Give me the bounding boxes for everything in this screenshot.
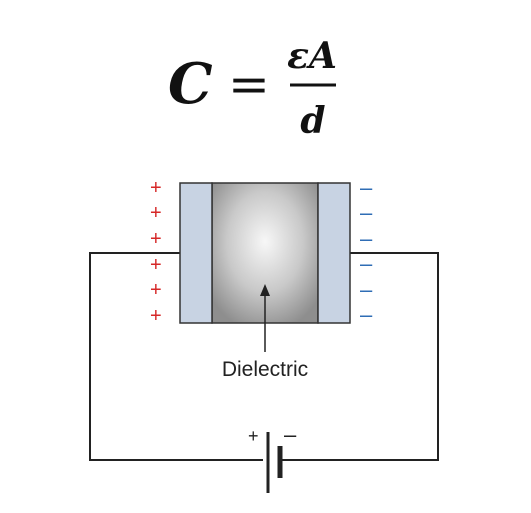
positive-charge: + [150, 202, 162, 224]
negative-charge: – [360, 302, 373, 327]
pointer-arrowhead [260, 284, 270, 296]
battery: + – [248, 422, 297, 493]
positive-charges: + + + + + + [150, 177, 162, 327]
formula-numerator: εA [287, 35, 337, 77]
dielectric-label: Dielectric [222, 358, 308, 381]
positive-charge: + [150, 177, 162, 199]
battery-plus: + [248, 426, 259, 446]
dielectric-pointer [260, 284, 270, 352]
positive-plate [179, 182, 213, 324]
negative-charge: – [360, 251, 373, 276]
negative-charge: – [360, 200, 373, 225]
formula-equals: = [228, 55, 270, 113]
right-wire [279, 252, 439, 461]
negative-charge: – [360, 175, 373, 200]
positive-charge: + [150, 254, 162, 276]
formula-lhs: C [168, 51, 213, 117]
positive-charge: + [150, 228, 162, 250]
negative-charges: – – – – – – [360, 175, 373, 327]
left-wire [89, 252, 263, 461]
formula-denominator: d [300, 100, 325, 142]
negative-plate [317, 182, 351, 324]
negative-charge: – [360, 277, 373, 302]
circuit-wires [89, 252, 439, 461]
positive-charge: + [150, 279, 162, 301]
capacitance-formula: C = εA d [168, 35, 337, 142]
negative-charge: – [360, 226, 373, 251]
positive-charge: + [150, 305, 162, 327]
battery-minus: – [284, 422, 297, 447]
capacitor: + + + + + + – – – – – – Dielectric [150, 175, 373, 381]
